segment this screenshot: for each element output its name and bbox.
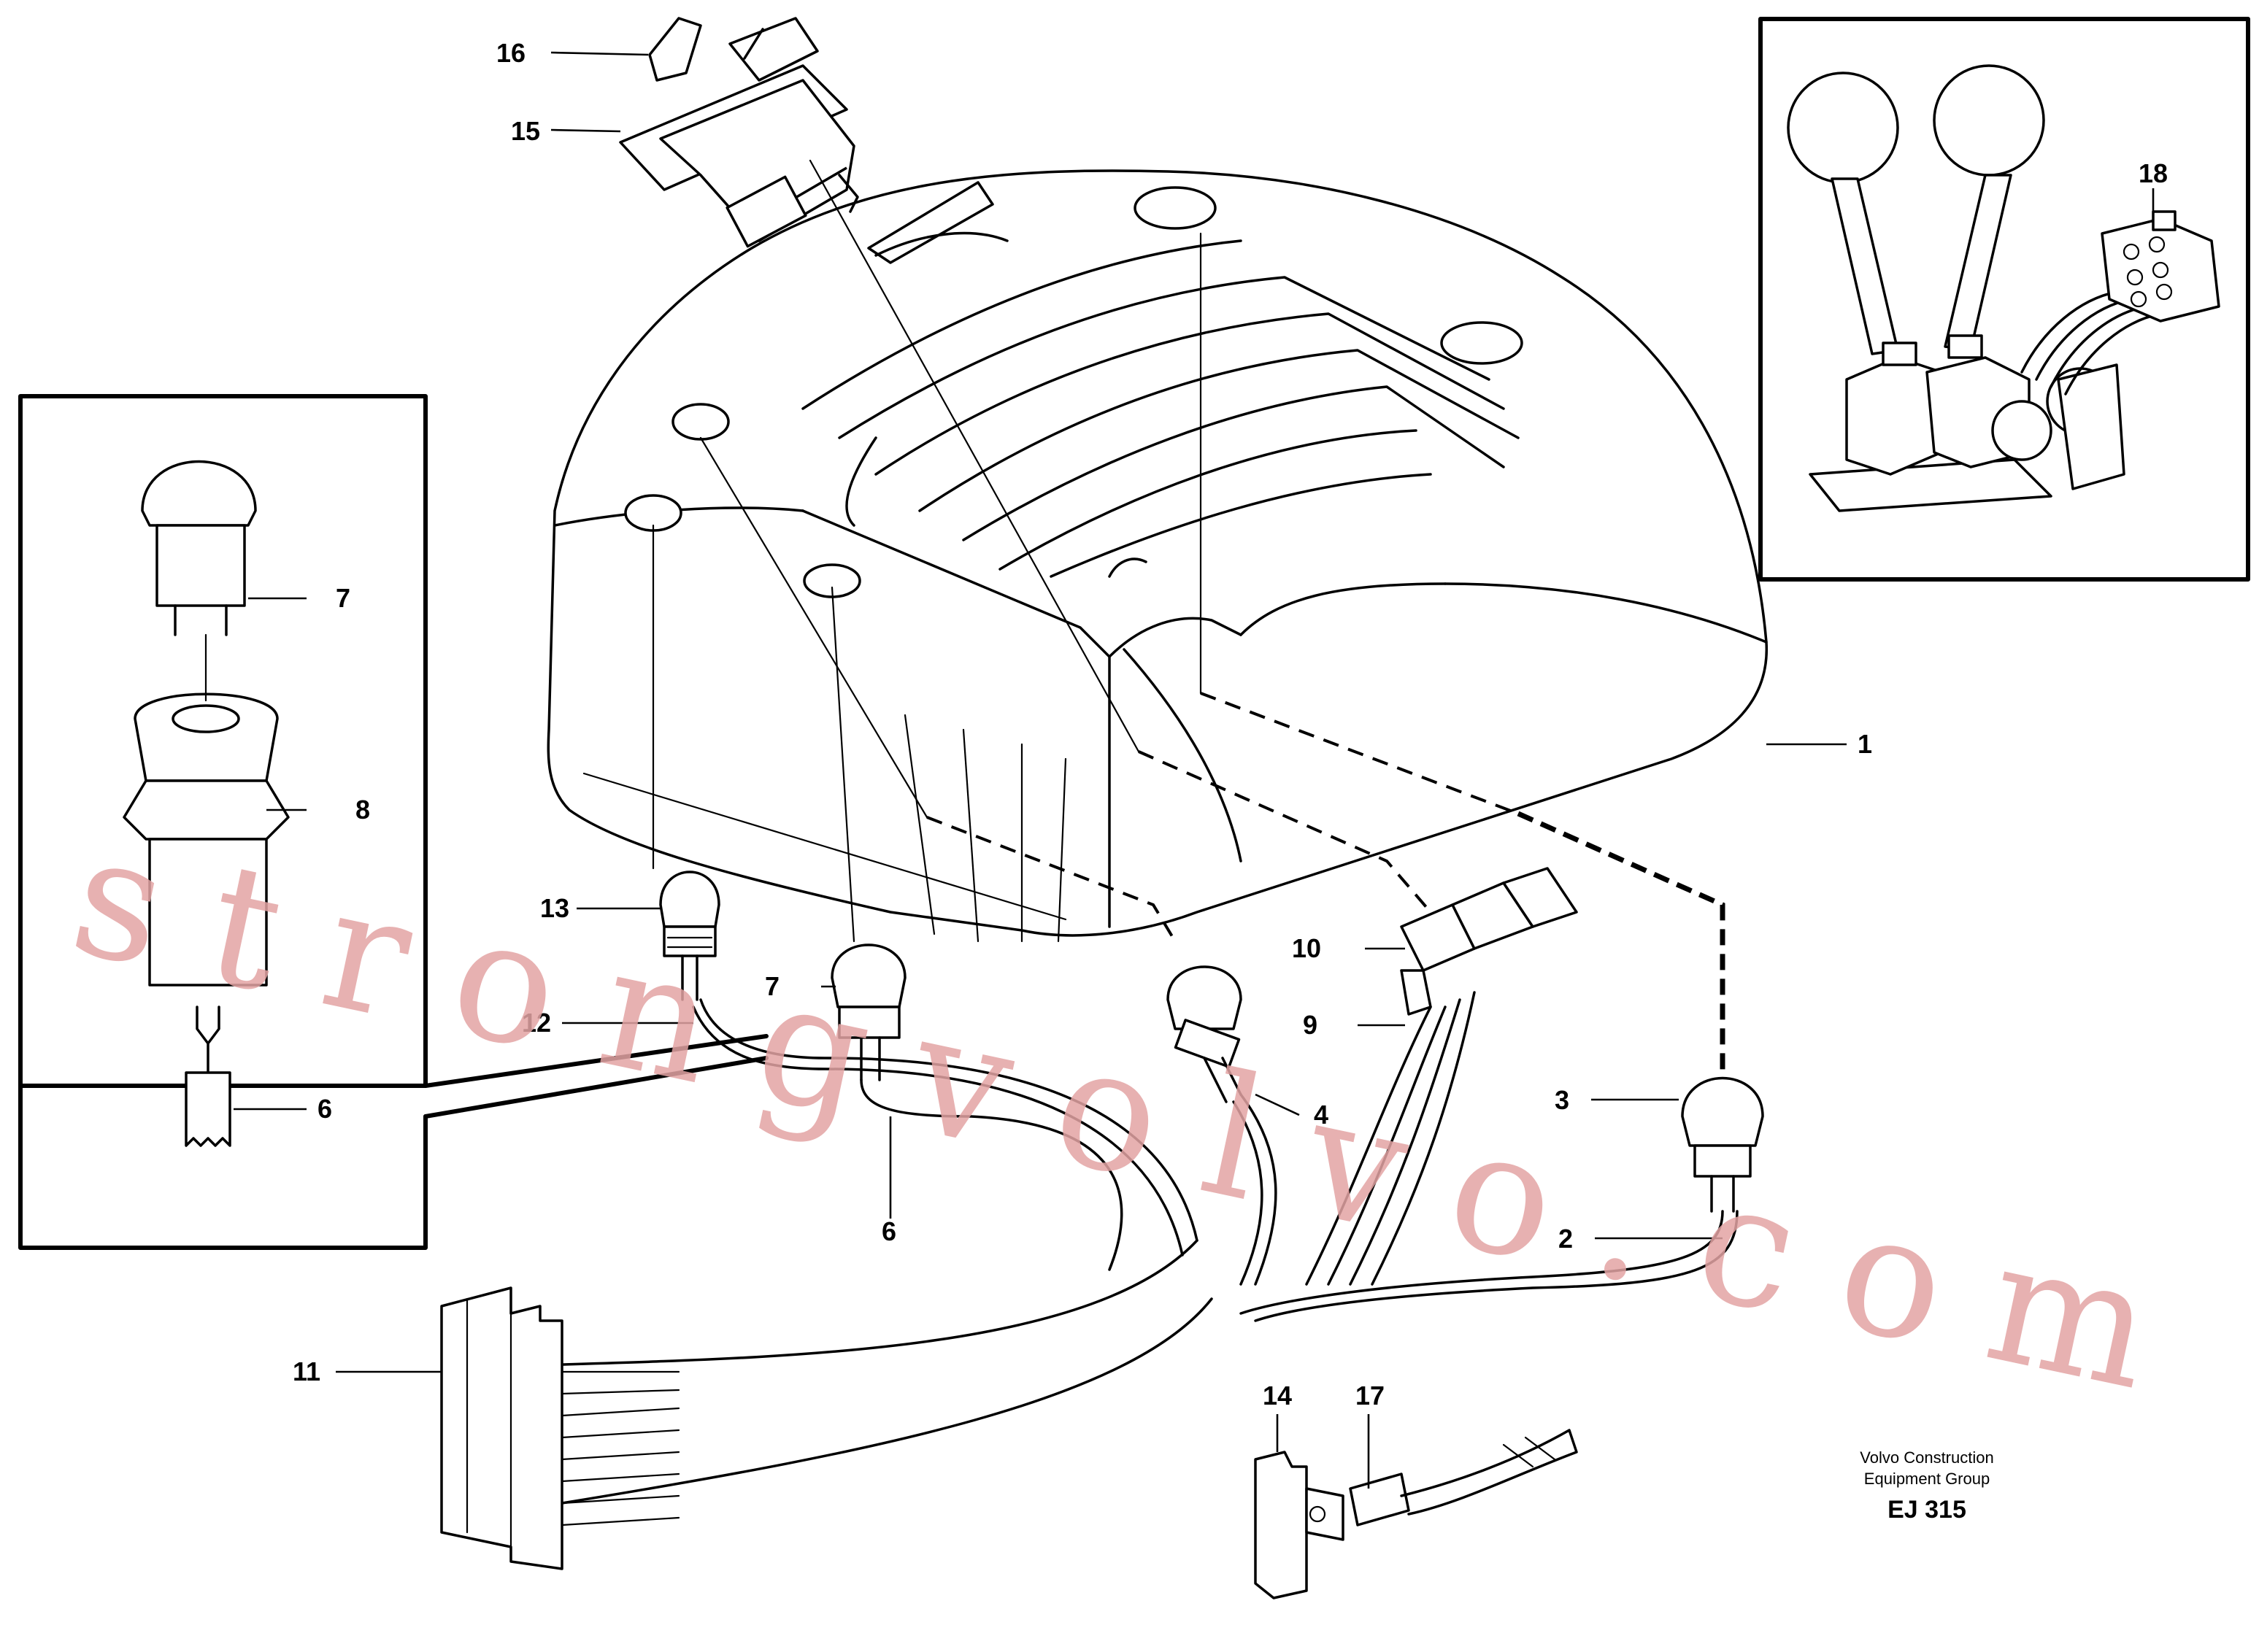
label-13: 13 (540, 893, 569, 923)
label-3: 3 (1555, 1085, 1569, 1115)
footer-org-line1: Volvo Construction (1860, 1448, 1993, 1467)
footer-org-line2: Equipment Group (1864, 1470, 1990, 1488)
label-11: 11 (293, 1356, 320, 1386)
harness-connector-11 (440, 1286, 680, 1570)
footer: Volvo Construction Equipment Group EJ 31… (1860, 1448, 1993, 1524)
lamp-7 (831, 943, 907, 1081)
lamp-13 (659, 871, 720, 1001)
label-12: 12 (522, 1008, 551, 1038)
label-7-inset: 7 (336, 583, 350, 613)
clip-14 (1254, 1451, 1344, 1599)
label-8: 8 (355, 795, 370, 825)
rocker-switch (619, 17, 859, 248)
label-7-main: 7 (765, 971, 780, 1001)
label-18: 18 (2139, 158, 2168, 188)
footer-code: EJ 315 (1887, 1496, 1966, 1524)
lamp-4 (1166, 965, 1242, 1103)
label-1: 1 (1858, 729, 1872, 759)
label-6-inset: 6 (318, 1094, 332, 1124)
label-16: 16 (496, 38, 526, 68)
inset-right (1758, 17, 2250, 582)
cable-tie-17 (1349, 1429, 1578, 1526)
rocker-cap (648, 17, 702, 82)
housing-hole (1134, 186, 1217, 230)
label-14: 14 (1263, 1381, 1292, 1410)
connector-10 (1400, 867, 1578, 1016)
label-2: 2 (1558, 1224, 1573, 1254)
part-labels: 16 15 18 1 3 2 4 6 7 12 13 9 10 11 14 17… (293, 38, 2168, 1410)
console-housing (547, 169, 1768, 943)
housing-hole (1440, 321, 1523, 365)
leader-lines (234, 51, 2155, 1489)
hidden-lines (926, 692, 1725, 1073)
lamp-3 (1681, 1076, 1764, 1213)
label-10: 10 (1292, 933, 1321, 963)
label-4: 4 (1314, 1100, 1328, 1130)
label-17: 17 (1355, 1381, 1385, 1410)
label-15: 15 (511, 116, 540, 146)
inset-left (18, 394, 769, 1250)
label-9: 9 (1303, 1010, 1317, 1040)
label-6-main: 6 (882, 1216, 896, 1246)
housing-hole (671, 403, 730, 441)
